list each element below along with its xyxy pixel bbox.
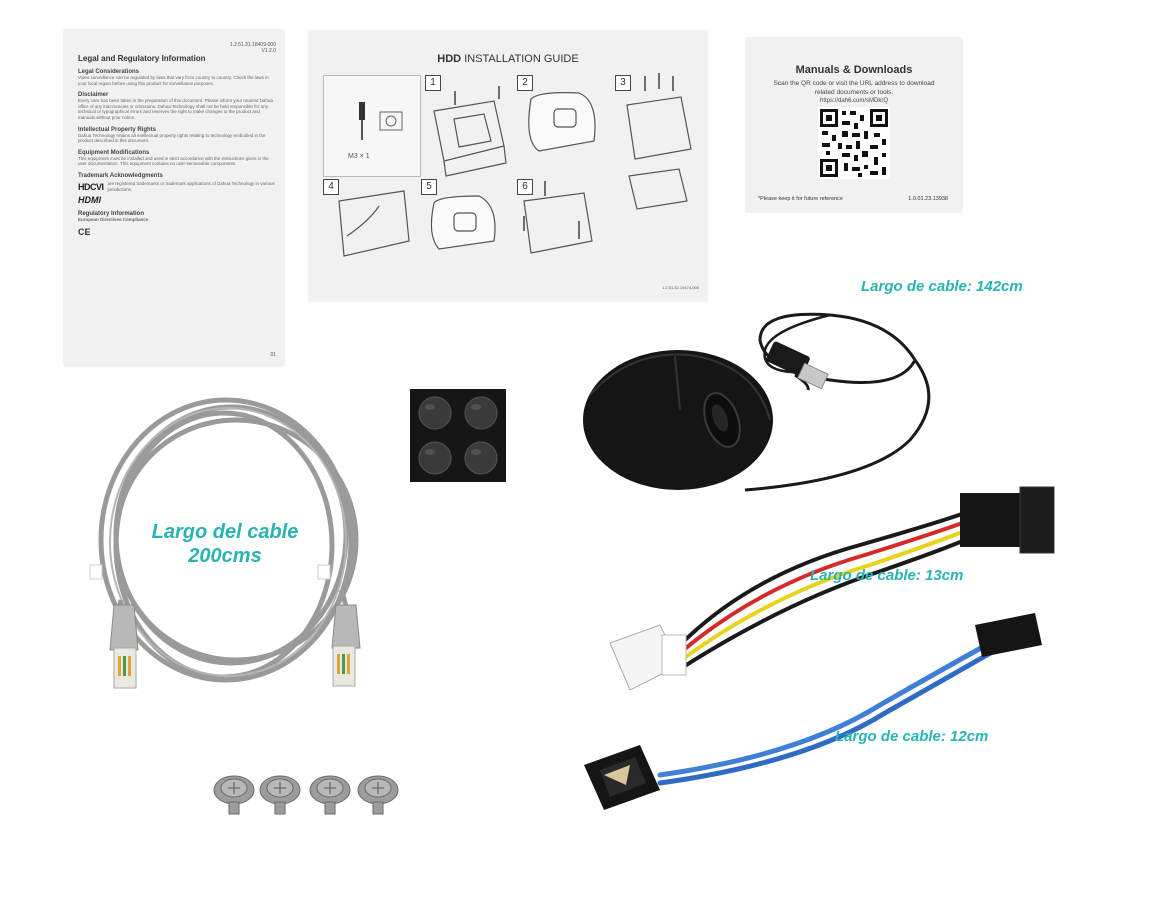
screw-4-icon [357, 775, 399, 815]
legal-document: 1.2.51.31.18409-000 V1.2.0 Legal and Reg… [64, 30, 284, 366]
hdd-guide-title-rest: INSTALLATION GUIDE [461, 53, 579, 65]
hdd-guide-code: 1.2.51.32.19474-000 [662, 285, 699, 290]
trademark-row: HDCVI are registered trademarks or trade… [78, 181, 278, 192]
molex-female-connector-icon [960, 486, 1055, 554]
sata-cable [584, 613, 1042, 810]
legal-version: 1.2.51.31.18409-000 V1.2.0 [230, 42, 276, 54]
screw-icon [379, 111, 403, 131]
usb-mouse [583, 312, 931, 492]
manuals-line1: Scan the QR code or visit the URL addres… [773, 80, 935, 87]
power-cable [609, 486, 1055, 691]
mouse-cable-caption: Largo de cable: 142cm [861, 278, 1023, 295]
legal-page-number: 01 [270, 352, 276, 358]
screw-2-icon [259, 775, 301, 815]
step-6-label: 6 [517, 179, 533, 195]
ethernet-caption-line2: 200cms [188, 545, 262, 567]
screw-1-icon [213, 775, 255, 815]
screw-3-icon [309, 775, 351, 815]
legal-heading-3: Equipment Modifications [78, 149, 150, 156]
legal-heading-4: Trademark Acknowledgments [78, 172, 163, 179]
legal-text-0: Video surveillance can be regulated by l… [78, 75, 269, 86]
legal-version-line2: V1.2.0 [261, 48, 276, 54]
qr-code-icon [818, 107, 890, 179]
hdd-guide: HDD INSTALLATION GUIDE M3 × 1 1 2 3 4 5 … [309, 31, 707, 301]
molex-male-connector-icon [609, 624, 687, 691]
step-2-label: 2 [517, 75, 533, 91]
legal-text-4: are registered trademarks or trademark a… [107, 180, 275, 192]
hdcvi-logo: HDCVI [78, 181, 104, 192]
legal-version-line1: 1.2.51.31.18409-000 [229, 42, 276, 48]
manuals-card: Manuals & Downloads Scan the QR code or … [746, 38, 962, 212]
power-cable-caption: Largo de cable: 13cm [810, 567, 964, 584]
ce-mark: CE [78, 226, 91, 237]
step-3-label: 3 [615, 75, 631, 91]
legal-heading-2: Intellectual Property Rights [78, 126, 157, 133]
tools-box: M3 × 1 [323, 75, 421, 177]
hdd-guide-illustrations [338, 73, 692, 257]
ethernet-cable [89, 397, 361, 689]
sata-connector-bottom-icon [584, 745, 660, 810]
hdd-guide-title: HDD INSTALLATION GUIDE [309, 53, 707, 65]
ethernet-caption-line1: Largo del cable [151, 521, 299, 543]
manuals-keep-note: *Please keep it for future reference [758, 196, 843, 202]
sata-connector-top-icon [975, 613, 1042, 657]
ethernet-cable-caption: Largo del cable 200cms [140, 520, 310, 568]
tools-label: M3 × 1 [348, 153, 370, 160]
manuals-line2: related documents or tools. [814, 89, 894, 96]
hdd-guide-title-bold: HDD [437, 53, 462, 65]
legal-heading-1: Disclaimer [78, 92, 109, 99]
legal-body: Legal and Regulatory Information Legal C… [78, 54, 278, 237]
manuals-title: Manuals & Downloads [795, 64, 913, 76]
step-5-label: 5 [421, 179, 437, 195]
sata-cable-caption: Largo de cable: 12cm [835, 728, 989, 745]
usb-plug-icon [766, 341, 829, 390]
manuals-code: 1.0.01.23.13938 [908, 196, 948, 202]
screwdriver-icon [359, 102, 365, 140]
legal-text-5: European Directives Compliance [78, 217, 149, 223]
manuals-url: https://dah6.com/sMDkrQ [819, 98, 889, 104]
legal-text-3: This equipment must be installed and use… [78, 155, 269, 167]
step-4-label: 4 [323, 179, 339, 195]
rubber-feet [410, 389, 506, 482]
legal-heading-0: Legal Considerations [78, 69, 140, 75]
legal-text-2: Dahua Technology retains all intellectua… [78, 132, 266, 144]
legal-title: Legal and Regulatory Information [78, 54, 206, 63]
step-1-label: 1 [425, 75, 441, 91]
rj45-plug-left-icon [109, 604, 139, 689]
legal-heading-5: Regulatory Information [78, 211, 145, 218]
hdd-screws [213, 775, 399, 815]
hdmi-logo: HDMI [78, 195, 101, 206]
legal-text-1: Every care has been taken in the prepara… [78, 98, 273, 120]
rj45-plug-right-icon [331, 604, 361, 687]
